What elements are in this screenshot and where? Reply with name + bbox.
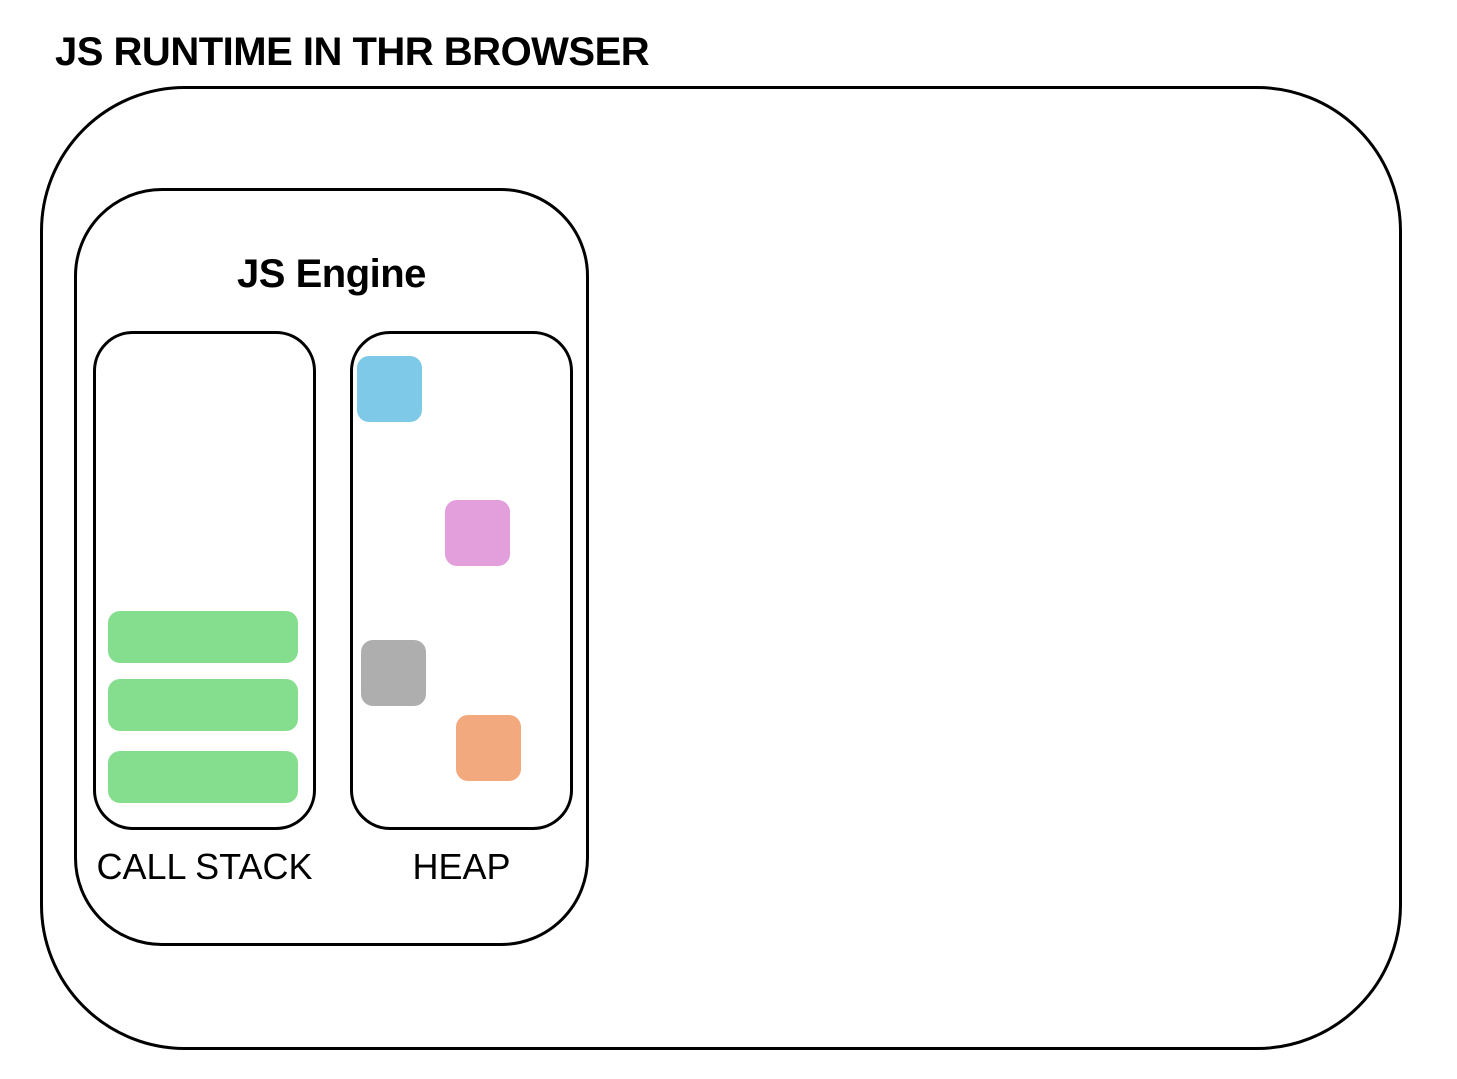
stack-frame-top — [108, 611, 298, 663]
heap-object-pink — [445, 500, 510, 566]
heap-label: HEAP — [412, 846, 511, 887]
heap-object-gray — [361, 640, 426, 706]
stack-frame-middle — [108, 679, 298, 731]
stack-frame-bottom — [108, 751, 298, 803]
call-stack-box — [93, 331, 316, 830]
call-stack-label: CALL STACK — [96, 846, 313, 887]
heap-object-blue — [357, 356, 422, 422]
heap-object-orange — [456, 715, 521, 781]
diagram-title: JS RUNTIME IN THR BROWSER — [55, 30, 650, 74]
heap-box — [350, 331, 573, 830]
js-engine-label: JS Engine — [237, 252, 426, 296]
